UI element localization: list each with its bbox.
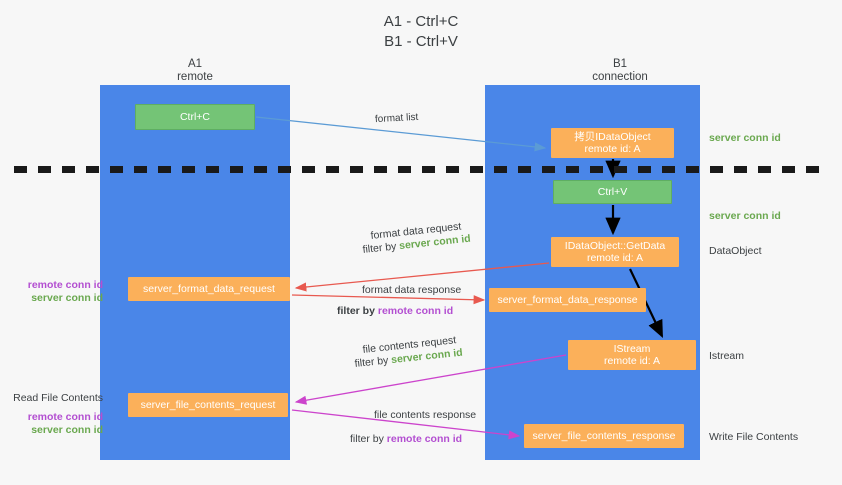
label-server-conn-id-top: server conn id xyxy=(709,132,781,144)
box-istream[interactable]: IStream remote id: A xyxy=(568,340,696,370)
label-server-conn-id-lower: server conn id xyxy=(31,424,103,436)
filter-by-text-3: filter by xyxy=(354,354,389,370)
label-file-contents-response: file contents response xyxy=(374,409,477,421)
filter-by-text-1: filter by xyxy=(362,240,397,256)
label-file-contents-response-filter: filter by remote conn id xyxy=(350,433,462,446)
filter-remote-conn-id-1: remote conn id xyxy=(377,305,454,317)
label-format-data-response-filter: filter by remote conn id xyxy=(337,305,453,318)
label-istream: Istream xyxy=(709,350,745,362)
column-a1-role: remote xyxy=(177,71,213,83)
box-ctrl-c[interactable]: Ctrl+C xyxy=(135,104,255,130)
box-ctrl-v[interactable]: Ctrl+V xyxy=(553,180,672,204)
label-write-file-contents: Write File Contents xyxy=(709,431,799,443)
box-idataobject-getdata[interactable]: IDataObject::GetData remote id: A xyxy=(551,237,679,267)
dashed-separator xyxy=(14,166,828,173)
column-b1-name: B1 xyxy=(612,58,628,70)
label-conn-ids-lower: remote conn id server conn id xyxy=(9,411,103,437)
filter-remote-conn-id-2: remote conn id xyxy=(386,433,463,445)
label-conn-ids-upper: remote conn id server conn id xyxy=(9,279,103,305)
label-dataobject: DataObject xyxy=(709,245,762,257)
box-server-format-data-request[interactable]: server_format_data_request xyxy=(128,277,290,301)
label-format-list: format list xyxy=(374,111,419,126)
title-line-1: A1 - Ctrl+C xyxy=(383,13,459,30)
box-idataobject[interactable]: 拷贝IDataObject remote id: A xyxy=(551,128,674,158)
label-server-conn-id-upper: server conn id xyxy=(31,292,103,304)
label-read-file-contents: Read File Contents xyxy=(13,392,103,404)
column-header-b1: B1 connection xyxy=(535,58,705,84)
filter-by-text-2: filter by xyxy=(337,305,375,317)
label-remote-conn-id-lower: remote conn id xyxy=(27,411,103,423)
label-server-conn-id-second: server conn id xyxy=(709,210,781,222)
box-server-file-contents-response[interactable]: server_file_contents_response xyxy=(524,424,684,448)
title-line-2: B1 - Ctrl+V xyxy=(384,33,458,50)
label-remote-conn-id-upper: remote conn id xyxy=(27,279,103,291)
column-header-a1: A1 remote xyxy=(130,58,260,84)
box-server-file-contents-request[interactable]: server_file_contents_request xyxy=(128,393,288,417)
column-b1-role: connection xyxy=(592,71,648,83)
filter-by-text-4: filter by xyxy=(350,433,384,445)
label-format-data-response: format data response xyxy=(362,284,462,296)
page-title: A1 - Ctrl+C B1 - Ctrl+V xyxy=(0,12,842,52)
box-server-format-data-response[interactable]: server_format_data_response xyxy=(489,288,646,312)
column-a1-name: A1 xyxy=(187,58,203,70)
